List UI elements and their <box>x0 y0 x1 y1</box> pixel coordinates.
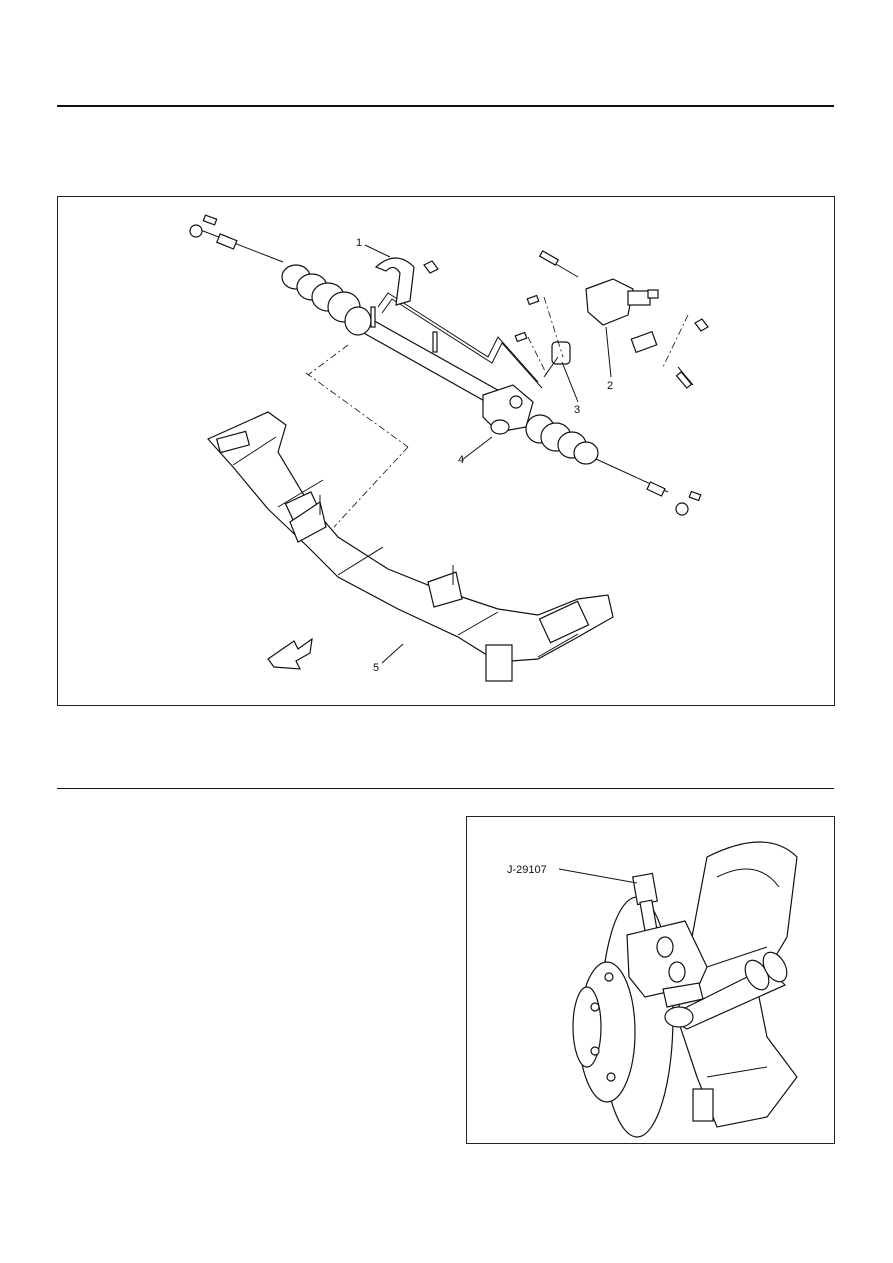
tie-rod-end <box>665 951 788 1030</box>
right-boot <box>525 414 599 465</box>
intermediate-shaft-coupling <box>514 250 709 389</box>
callout-5: 5 <box>373 662 379 674</box>
callout-4: 4 <box>458 454 464 466</box>
section-rule <box>57 788 834 789</box>
tie-rod-puller-diagram: J-29107 <box>466 816 835 1144</box>
crossmember <box>207 344 614 682</box>
rack-clamp <box>374 257 439 306</box>
wheel-hub <box>572 896 674 1138</box>
tool-label: J-29107 <box>507 864 547 876</box>
front-direction-arrow <box>267 637 313 670</box>
right-tie-rod <box>595 458 702 516</box>
steering-gear-exploded-diagram: 1 2 3 4 5 <box>57 196 835 706</box>
top-rule <box>57 105 834 107</box>
gear-valve-body <box>482 384 534 435</box>
puller-tool <box>626 872 708 1028</box>
puller-drawing: J-29107 <box>507 841 798 1138</box>
callout-1: 1 <box>356 237 362 249</box>
left-tie-rod <box>189 214 284 263</box>
callout-3: 3 <box>574 404 580 416</box>
steering-gear-drawing: 1 2 3 4 5 <box>189 214 709 682</box>
callout-2: 2 <box>607 380 613 392</box>
